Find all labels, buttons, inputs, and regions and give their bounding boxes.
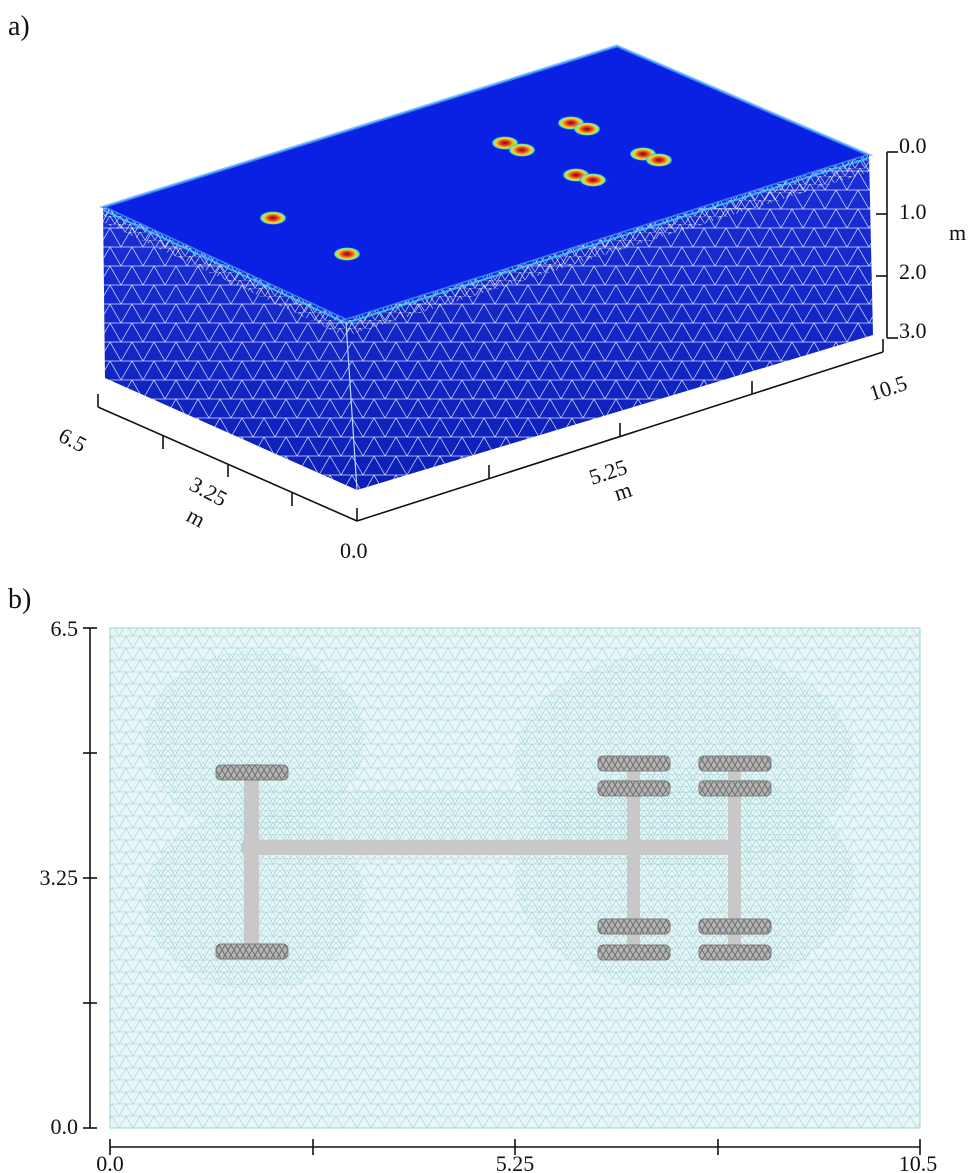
- tire: [597, 780, 671, 797]
- panel-b-x-axis: 0.0 5.25 10.5: [96, 1139, 937, 1173]
- contact-patch: [645, 153, 673, 167]
- width-tick-label: 6.5: [55, 422, 91, 457]
- front-axle: [244, 846, 259, 956]
- length-tick-label: 10.5: [866, 370, 910, 406]
- tire: [597, 944, 671, 961]
- x-tick-label: 10.5: [899, 1151, 938, 1173]
- panel-a-box: [98, 44, 874, 491]
- x-tick-label: 5.25: [496, 1151, 535, 1173]
- depth-tick-label: 0.0: [899, 133, 927, 158]
- depth-axis: 0.0 1.0 2.0 3.0 m: [876, 133, 966, 343]
- width-unit-label: m: [183, 502, 210, 532]
- contact-patch: [333, 247, 361, 261]
- contact-patch: [259, 211, 287, 225]
- y-tick-label: 6.5: [51, 616, 79, 641]
- contact-patch: [508, 143, 536, 157]
- depth-tick-label: 2.0: [899, 259, 927, 284]
- panel-a-label: a): [8, 11, 30, 42]
- contact-patch: [579, 173, 607, 187]
- x-tick-label: 0.0: [96, 1151, 124, 1173]
- front-axle: [244, 764, 259, 858]
- tires: [215, 755, 772, 961]
- contact-patch: [573, 122, 601, 136]
- tire: [597, 755, 671, 772]
- tire: [698, 780, 772, 797]
- tire: [597, 918, 671, 935]
- rear-axle: [627, 760, 640, 960]
- y-tick-label: 0.0: [51, 1114, 79, 1139]
- vehicle-chassis: [241, 840, 739, 855]
- panel-b-mesh: [109, 627, 921, 1129]
- depth-unit-label: m: [949, 220, 966, 245]
- tire: [698, 755, 772, 772]
- tire: [698, 918, 772, 935]
- length-tick-label: 0.0: [340, 538, 368, 563]
- tire: [215, 764, 289, 781]
- tire: [215, 943, 289, 960]
- depth-tick-label: 1.0: [899, 199, 927, 224]
- box-top-surface: [103, 46, 869, 320]
- contact-hotspots: [259, 116, 673, 261]
- panel-b-label: b): [8, 584, 31, 615]
- rear-axle: [728, 760, 741, 960]
- y-tick-label: 3.25: [40, 865, 79, 890]
- tire: [698, 944, 772, 961]
- length-unit-label: m: [611, 477, 635, 506]
- length-axis: 0.0 5.25 10.5 m: [340, 339, 910, 563]
- vehicle-footprint: [215, 755, 772, 961]
- panel-b-y-axis: 6.5 3.25 0.0: [40, 616, 97, 1139]
- depth-tick-label: 3.0: [899, 318, 927, 343]
